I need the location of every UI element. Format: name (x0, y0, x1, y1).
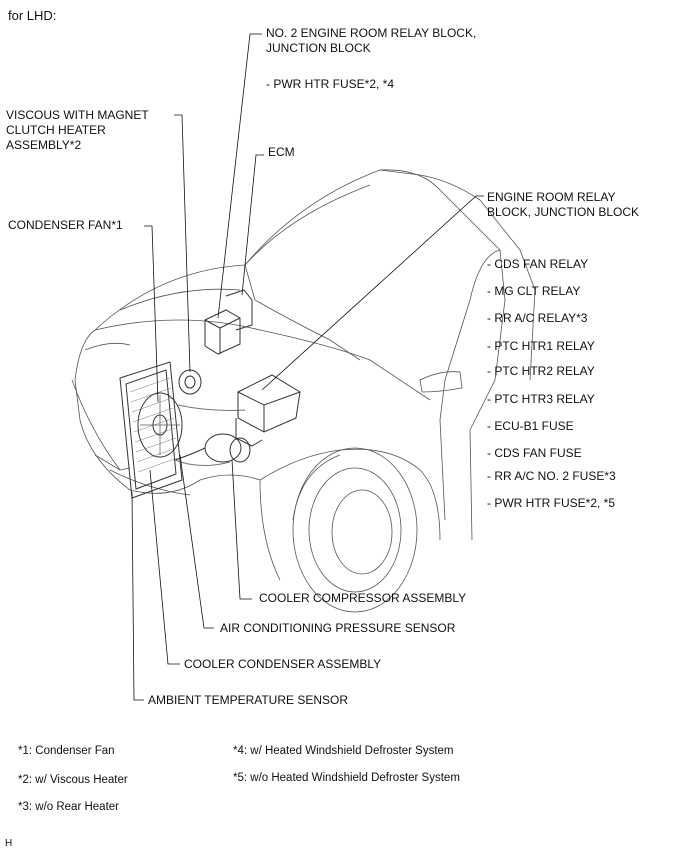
relay-block-item: - ECU-B1 FUSE (487, 419, 574, 433)
label-line: VISCOUS WITH MAGNET (6, 108, 149, 122)
footnote-4: *4: w/ Heated Windshield Defroster Syste… (233, 745, 454, 757)
label-cooler-condenser: COOLER CONDENSER ASSEMBLY (184, 657, 382, 671)
label-condenser-fan: CONDENSER FAN*1 (8, 218, 123, 232)
relay-block-item: - PTC HTR1 RELAY (487, 339, 595, 353)
label-line: JUNCTION BLOCK (266, 41, 371, 55)
relay-block-item: - CDS FAN RELAY (487, 257, 589, 271)
label-ecm: ECM (268, 145, 295, 159)
label-line: ENGINE ROOM RELAY (487, 190, 616, 204)
relay-block-item: - RR A/C RELAY*3 (487, 311, 588, 325)
footnote-2: *2: w/ Viscous Heater (18, 774, 128, 786)
relay-block-item: - PTC HTR3 RELAY (487, 392, 595, 406)
relay-block-item: - PTC HTR2 RELAY (487, 364, 595, 378)
label-viscous-heater: VISCOUS WITH MAGNET CLUTCH HEATER ASSEMB… (6, 108, 149, 153)
label-cooler-compressor: COOLER COMPRESSOR ASSEMBLY (259, 591, 467, 605)
label-line: ASSEMBLY*2 (6, 138, 82, 152)
label-line: NO. 2 ENGINE ROOM RELAY BLOCK, (266, 26, 477, 40)
footnote-3: *3: w/o Rear Heater (18, 801, 119, 813)
label-ac-pressure-sensor: AIR CONDITIONING PRESSURE SENSOR (220, 621, 456, 635)
label-no2-relay-block: NO. 2 ENGINE ROOM RELAY BLOCK, JUNCTION … (266, 26, 476, 56)
relay-block-item: - CDS FAN FUSE (487, 446, 582, 460)
relay-block-item: - PWR HTR FUSE*2, *5 (487, 496, 616, 510)
footnote-1: *1: Condenser Fan (18, 745, 115, 757)
diagram-title: for LHD: (8, 8, 57, 23)
corner-mark: H (5, 838, 13, 849)
label-line: BLOCK, JUNCTION BLOCK (487, 205, 640, 219)
relay-block-item: - RR A/C NO. 2 FUSE*3 (487, 469, 616, 483)
footnote-5: *5: w/o Heated Windshield Defroster Syst… (233, 772, 460, 784)
label-ambient-temp-sensor: AMBIENT TEMPERATURE SENSOR (148, 693, 349, 707)
label-line: CLUTCH HEATER (6, 123, 106, 137)
label-engine-room-relay-block: ENGINE ROOM RELAY BLOCK, JUNCTION BLOCK (487, 190, 639, 220)
relay-block-item: - MG CLT RELAY (487, 284, 581, 298)
label-pwr-htr-fuse-24: - PWR HTR FUSE*2, *4 (266, 77, 395, 91)
